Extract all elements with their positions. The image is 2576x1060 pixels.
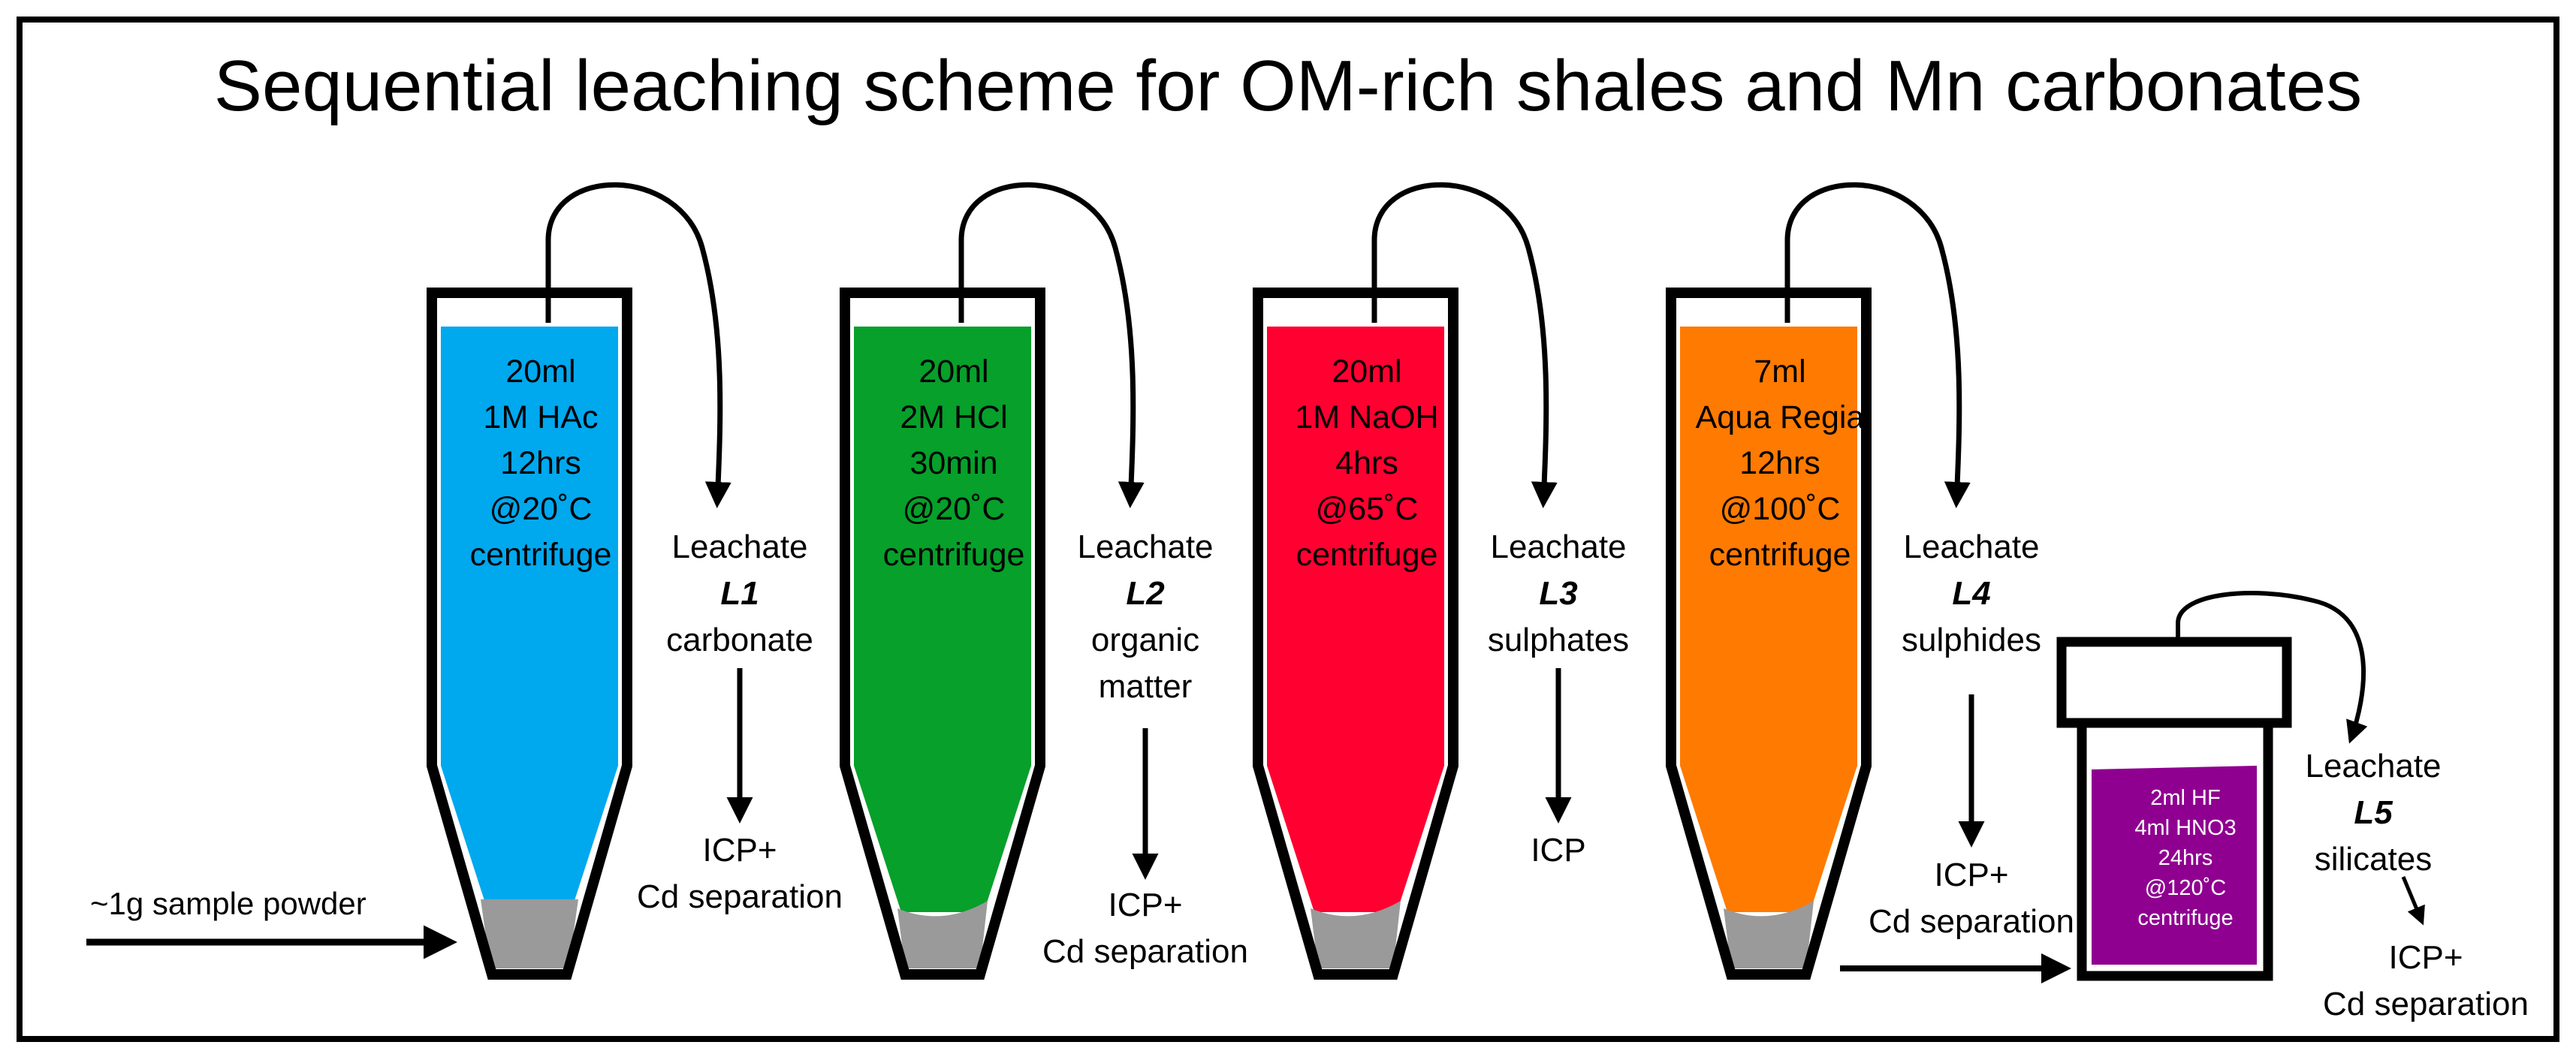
- leachate-5-fraction: silicates: [2314, 841, 2433, 878]
- tube-3-residue: [1311, 901, 1401, 968]
- tube-3-liquid: [1267, 327, 1444, 912]
- analysis-4: ICP+ Cd separation: [1869, 857, 2074, 940]
- tube-2-conditions: 20ml 2M HCl 30min @20˚C centrifuge: [852, 349, 1055, 578]
- tube-1: [427, 288, 632, 980]
- leachate-3-label: Leachate L3 sulphates: [1446, 524, 1671, 664]
- tube-1-temperature: @20˚C: [489, 491, 593, 527]
- tube-4-pipette: [1784, 182, 1971, 508]
- vessel-pipette: [2176, 591, 2368, 744]
- vessel-temperature: @120˚C: [2144, 876, 2227, 900]
- tube-1-volume: 20ml: [505, 354, 576, 390]
- tube-2-duration: 30min: [909, 445, 998, 481]
- leachate-2-label: Leachate L2 organic matter: [1033, 524, 1258, 710]
- tube-1-duration: 12hrs: [500, 445, 581, 481]
- leachate-1-code: L1: [720, 575, 759, 612]
- tube-3-volume: 20ml: [1332, 354, 1402, 390]
- vessel-lid: [2056, 637, 2292, 728]
- tube-1-pipette: [545, 182, 731, 508]
- leachate-1-fraction: carbonate: [666, 622, 813, 658]
- tube-3: [1253, 288, 1458, 980]
- analysis-arrow-5: [2401, 876, 2425, 926]
- tube-2: [840, 288, 1045, 980]
- vessel-reagent-2: 4ml HNO3: [2134, 816, 2237, 840]
- leachate-1-label: Leachate L1 carbonate: [627, 524, 852, 664]
- sample-label: ~1g sample powder: [90, 886, 366, 921]
- tube-1-step: centrifuge: [469, 537, 612, 573]
- diagram-title: Sequential leaching scheme for OM-rich s…: [213, 46, 2363, 126]
- tube-3-conditions: 20ml 1M NaOH 4hrs @65˚C centrifuge: [1265, 349, 1468, 578]
- tube-4-volume: 7ml: [1754, 354, 1806, 390]
- leachate-4-label: Leachate L4 sulphides: [1859, 524, 2084, 664]
- tube-4: [1666, 288, 1872, 980]
- vessel-reagent-1: 2ml HF: [2150, 786, 2221, 810]
- tube-2-reagent: 2M HCl: [900, 399, 1008, 435]
- tube-4-residue: [1724, 901, 1814, 968]
- leachate-2-code: L2: [1126, 575, 1165, 612]
- leachate-4-code: L4: [1952, 575, 1991, 612]
- tube-3-reagent: 1M NaOH: [1295, 399, 1439, 435]
- tube-4-liquid: [1680, 327, 1857, 912]
- tube-2-step: centrifuge: [882, 537, 1025, 573]
- tube-3-pipette: [1371, 182, 1558, 508]
- vessel-conditions: 2ml HF 4ml HNO3 24hrs @120˚C centrifuge: [2095, 783, 2276, 933]
- leachate-2-fraction: organic: [1090, 622, 1200, 658]
- tube-1-conditions: 20ml 1M HAc 12hrs @20˚C centrifuge: [439, 349, 642, 578]
- tube-4-temperature: @100˚C: [1719, 491, 1841, 527]
- leachate-5-code: L5: [2354, 794, 2393, 831]
- tube-4-conditions: 7ml Aqua Regia 12hrs @100˚C centrifuge: [1679, 349, 1881, 578]
- tube-4-step: centrifuge: [1709, 537, 1851, 573]
- tube-3-duration: 4hrs: [1335, 445, 1398, 481]
- analysis-5: ICP+ Cd separation: [2323, 939, 2529, 1022]
- vessel-duration: 24hrs: [2158, 846, 2213, 870]
- analysis-1: ICP+ Cd separation: [637, 832, 843, 915]
- tube-4-duration: 12hrs: [1739, 445, 1820, 481]
- tube-3-step: centrifuge: [1296, 537, 1438, 573]
- analysis-2: ICP+ Cd separation: [1042, 887, 1248, 970]
- vessel-step: centrifuge: [2137, 906, 2234, 930]
- leachate-2-fraction-2: matter: [1098, 668, 1193, 705]
- tube-2-liquid: [854, 327, 1031, 912]
- tube-3-temperature: @65˚C: [1315, 491, 1419, 527]
- tube-1-reagent: 1M HAc: [483, 399, 599, 435]
- vessel-liquid: [2092, 766, 2257, 965]
- leachate-5-label: Leachate L5 silicates: [2276, 743, 2471, 883]
- leachate-3-code: L3: [1539, 575, 1578, 612]
- tube-4-reagent: Aqua Regia: [1695, 399, 1865, 435]
- tube-2-residue: [897, 901, 988, 968]
- tube-2-temperature: @20˚C: [902, 491, 1006, 527]
- tube-2-volume: 20ml: [918, 354, 989, 390]
- leachate-4-fraction: sulphides: [1902, 622, 2041, 658]
- analysis-3: ICP: [1531, 832, 1586, 869]
- leachate-3-fraction: sulphates: [1487, 622, 1630, 658]
- tube-1-liquid: [441, 327, 618, 912]
- diagram-frame: [17, 17, 2559, 1042]
- tube-1-residue: [481, 899, 578, 968]
- tube-2-pipette: [958, 182, 1145, 508]
